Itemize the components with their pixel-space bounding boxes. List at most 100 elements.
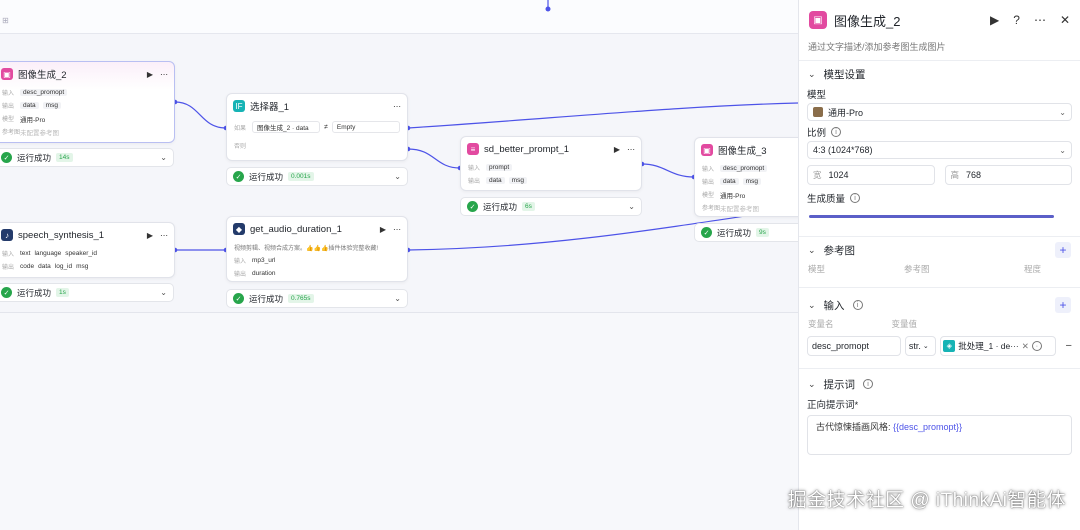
chevron-down-icon[interactable]: ⌄: [160, 153, 167, 162]
section-input[interactable]: ⌄ 输入 i +: [799, 292, 1080, 318]
chevron-down-icon[interactable]: ⌄: [160, 288, 167, 297]
node-title: 图像生成_3: [718, 146, 767, 157]
image-icon: ▣: [701, 144, 713, 156]
width-input[interactable]: 宽 1024: [807, 165, 935, 185]
row-key: 输出: [2, 104, 15, 110]
check-icon: ✓: [233, 293, 244, 304]
check-icon: ✓: [467, 201, 478, 212]
width-value: 1024: [828, 170, 849, 180]
chip: 通用-Pro: [20, 116, 46, 124]
status-bar[interactable]: ✓ 运行成功 1s ⌄: [0, 283, 174, 302]
more-icon[interactable]: ⋯: [160, 230, 168, 240]
plugin-icon: ◆: [233, 223, 245, 235]
run-icon[interactable]: ▶: [146, 230, 153, 240]
chevron-down-icon: ⌄: [1059, 145, 1066, 155]
chip: data: [720, 178, 739, 185]
add-input-button[interactable]: +: [1055, 297, 1071, 313]
more-icon[interactable]: ⋯: [1033, 13, 1046, 27]
quality-slider[interactable]: [809, 215, 1054, 218]
node-selector-1[interactable]: IF 选择器_1 ⋯ 如果 图像生成_2 · data ≠ Empty 否则: [226, 93, 408, 161]
more-icon[interactable]: ⋯: [627, 144, 635, 154]
variable-name-input[interactable]: desc_promopt: [807, 336, 901, 356]
add-reference-button[interactable]: +: [1055, 242, 1071, 258]
status-bar[interactable]: ✓ 运行成功 0.765s ⌄: [226, 289, 408, 308]
section-title: 模型设置: [823, 68, 866, 81]
model-value: 通用-Pro: [828, 107, 864, 118]
model-avatar: [813, 107, 823, 117]
ratio-select[interactable]: 4:3 (1024*768) ⌄: [807, 141, 1072, 159]
status-bar[interactable]: ✓ 运行成功 6s ⌄: [460, 197, 642, 216]
status-bar[interactable]: ✓ 运行成功 9s: [694, 223, 798, 242]
row-key: 输出: [234, 272, 247, 278]
clear-icon[interactable]: ✕: [1021, 340, 1029, 351]
image-icon: ▣: [809, 11, 827, 29]
run-icon[interactable]: ▶: [146, 69, 153, 79]
time-badge: 14s: [56, 153, 73, 162]
ratio-value: 4:3 (1024*768): [813, 145, 873, 155]
check-icon: ✓: [1, 287, 12, 298]
grid-icon: ⊞: [2, 16, 9, 25]
variable-reference[interactable]: ◈ 批处理_1 · de··· ✕ ·: [940, 336, 1056, 356]
divider: [799, 236, 1080, 237]
chevron-down-icon[interactable]: ⌄: [394, 172, 401, 181]
more-icon[interactable]: ⋯: [160, 69, 168, 79]
chevron-down-icon[interactable]: ⌄: [808, 244, 816, 255]
info-icon[interactable]: i: [863, 379, 874, 389]
more-icon[interactable]: ⋯: [393, 224, 401, 234]
model-select[interactable]: 通用-Pro ⌄: [807, 103, 1072, 121]
status-bar[interactable]: ✓ 运行成功 0.001s ⌄: [226, 167, 408, 186]
chip: data: [38, 263, 51, 270]
row-key: 输入: [702, 167, 715, 173]
run-icon[interactable]: ▶: [613, 144, 620, 154]
more-icon[interactable]: ⋯: [393, 101, 401, 111]
height-prefix: 高: [950, 170, 960, 180]
input-columns: 变量名 变量值: [799, 318, 1080, 332]
run-icon[interactable]: ▶: [990, 13, 1000, 27]
chevron-down-icon[interactable]: ⌄: [394, 294, 401, 303]
variable-type-select[interactable]: str.⌄: [904, 336, 937, 356]
chip: desc_promopt: [720, 165, 768, 172]
settings-icon[interactable]: ·: [1031, 341, 1042, 351]
close-icon[interactable]: ✕: [1059, 13, 1070, 27]
prompt-variable: {{desc_promopt}}: [893, 422, 963, 432]
quality-label-text: 生成质量: [807, 194, 846, 205]
remove-variable-button[interactable]: −: [1065, 340, 1072, 352]
model-label: 模型: [799, 87, 1080, 101]
chevron-down-icon[interactable]: ⌄: [808, 299, 816, 310]
row-key: 输入: [468, 166, 481, 172]
section-prompt[interactable]: ⌄ 提示词 i: [799, 371, 1080, 397]
row-key: 输入: [2, 91, 15, 97]
section-reference[interactable]: ⌄ 参考图 +: [799, 237, 1080, 263]
condition-right-text: Empty: [336, 123, 356, 131]
input-variable-row: desc_promopt str.⌄ ◈ 批处理_1 · de··· ✕ · −: [807, 336, 1072, 356]
prompt-icon: ≡: [467, 143, 479, 155]
info-icon[interactable]: i: [850, 193, 861, 203]
info-icon[interactable]: i: [831, 127, 842, 137]
node-get-audio-duration[interactable]: ◆ get_audio_duration_1 ▶⋯ 视频剪辑、视频合成方案。👍👍…: [226, 216, 408, 282]
run-icon[interactable]: ▶: [379, 224, 386, 234]
row-key: 输入: [2, 252, 15, 258]
positive-prompt-input[interactable]: 古代惊悚插画风格: {{desc_promopt}}: [807, 415, 1072, 455]
chevron-down-icon[interactable]: ⌄: [808, 378, 816, 389]
panel-header: ▣ 图像生成_2 ▶ ? ⋯ ✕: [799, 0, 1080, 40]
row-key: 输出: [702, 180, 715, 186]
section-model-settings[interactable]: ⌄ 模型设置: [799, 61, 1080, 87]
positive-prompt-label: 正向提示词*: [799, 397, 1080, 411]
chevron-down-icon[interactable]: ⌄: [628, 202, 635, 211]
panel-title[interactable]: 图像生成_2: [834, 13, 901, 29]
chevron-down-icon[interactable]: ⌄: [808, 68, 816, 79]
variable-reference-value: 批处理_1 · de···: [958, 341, 1019, 351]
status-text: 运行成功: [249, 171, 284, 182]
help-icon[interactable]: ?: [1013, 13, 1020, 27]
status-bar[interactable]: ✓ 运行成功 14s ⌄: [0, 148, 174, 167]
width-prefix: 宽: [813, 170, 822, 180]
info-icon[interactable]: i: [852, 300, 863, 310]
chip: data: [20, 102, 39, 109]
check-icon: ✓: [1, 152, 12, 163]
